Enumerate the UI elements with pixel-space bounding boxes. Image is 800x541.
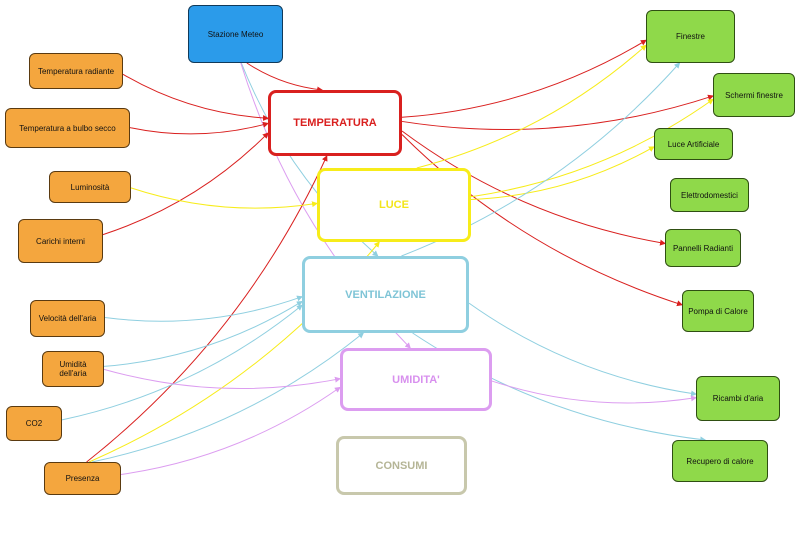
- input-luminosita[interactable]: Luminosità: [49, 171, 131, 203]
- output-pompa-di-calore[interactable]: Pompa di Calore: [682, 290, 754, 332]
- output-recupero-di-calore[interactable]: Recupero di calore: [672, 440, 768, 482]
- link-temp_radiante-to-temperatura: [122, 73, 269, 121]
- input-co2[interactable]: CO2: [6, 406, 62, 441]
- hub-luce[interactable]: LUCE: [317, 168, 471, 242]
- link-velocita-to-ventilazione: [104, 295, 303, 322]
- link-temperatura-to-finestre: [401, 39, 647, 118]
- link-presenza-to-ventilazione: [91, 332, 365, 463]
- hub-umidita[interactable]: UMIDITA': [340, 348, 492, 411]
- input-carichi-interni[interactable]: Carichi interni: [18, 219, 103, 263]
- link-luce-to-luce_art: [470, 146, 655, 201]
- output-ricambi-aria[interactable]: Ricambi d'aria: [696, 376, 780, 421]
- output-schermi-finestre[interactable]: Schermi finestre: [713, 73, 795, 117]
- output-luce-artificiale[interactable]: Luce Artificiale: [654, 128, 733, 160]
- hub-consumi[interactable]: CONSUMI: [336, 436, 467, 495]
- link-ventilazione-to-ricambi: [468, 302, 697, 397]
- output-finestre[interactable]: Finestre: [646, 10, 735, 63]
- input-presenza[interactable]: Presenza: [44, 462, 121, 495]
- hub-ventilazione[interactable]: VENTILAZIONE: [302, 256, 469, 333]
- link-temperatura-to-schermi: [401, 94, 714, 131]
- link-co2-to-ventilazione: [61, 304, 303, 421]
- output-pannelli-radianti[interactable]: Pannelli Radianti: [665, 229, 741, 267]
- input-temperatura-radiante[interactable]: Temperatura radiante: [29, 53, 123, 89]
- link-meteo-to-temperatura: [246, 62, 324, 93]
- link-luminosita-to-luce: [130, 187, 318, 209]
- output-elettrodomestici[interactable]: Elettrodomestici: [670, 178, 749, 212]
- hub-temperatura[interactable]: TEMPERATURA: [268, 90, 402, 156]
- link-umidita_aria-to-umidita: [103, 368, 341, 390]
- link-presenza-to-umidita: [120, 386, 341, 475]
- link-temp_bulbo-to-temperatura: [129, 121, 269, 135]
- link-carichi-to-temperatura: [102, 132, 269, 236]
- link-umidita_aria-to-ventilazione: [103, 300, 303, 367]
- link-luce-to-finestre: [416, 44, 647, 169]
- input-velocita-aria[interactable]: Velocità dell'aria: [30, 300, 105, 337]
- link-temperatura-to-pannelli: [401, 130, 666, 246]
- link-luce-to-schermi: [470, 98, 714, 198]
- link-umidita-to-ricambi: [491, 380, 697, 404]
- input-umidita-aria[interactable]: Umidità dell'aria: [42, 351, 104, 387]
- link-temperatura-to-pompa: [401, 134, 683, 307]
- link-presenza-to-temperatura: [86, 155, 328, 463]
- node-stazione-meteo[interactable]: Stazione Meteo: [188, 5, 283, 63]
- input-temperatura-bulbo-secco[interactable]: Temperatura a bulbo secco: [5, 108, 130, 148]
